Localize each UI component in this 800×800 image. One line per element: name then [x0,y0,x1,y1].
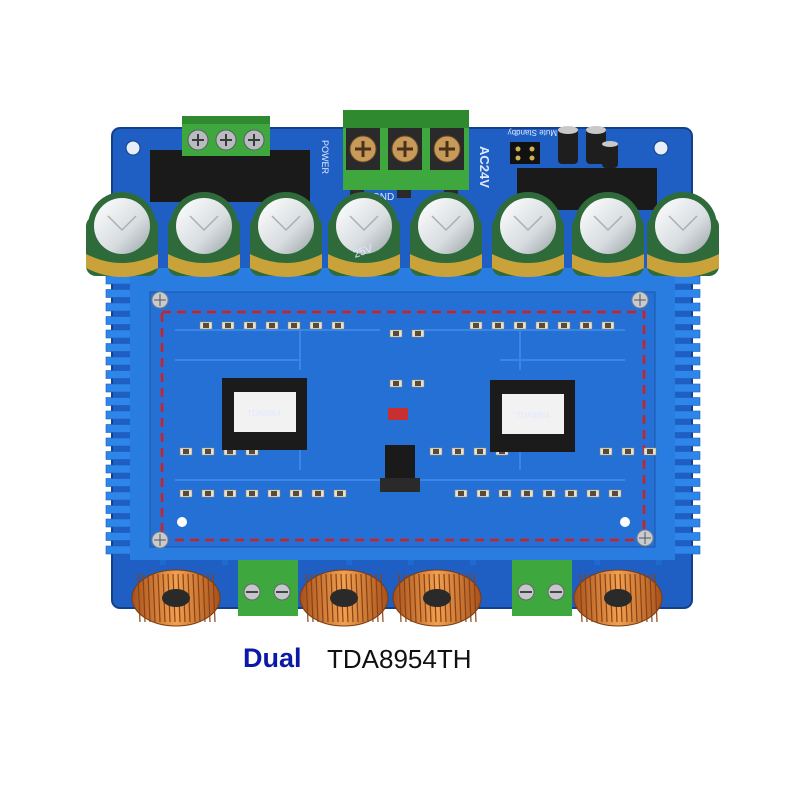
mute-standby-header [510,142,540,164]
small-capacitors [558,126,618,168]
smd-components [179,321,657,498]
caption-dual: Dual [243,643,302,673]
mounting-screws [125,140,669,549]
input-terminal-screws [187,129,265,151]
power-terminal-screws [346,128,464,170]
speaker-terminal-right [512,560,572,616]
ic-marking-right: TDA8954 [516,411,550,420]
power-label: POWER [320,140,330,175]
output-inductors [131,569,663,627]
voltage-regulator [380,408,420,492]
filter-capacitors [86,192,719,277]
amplifier-chip-left: TDA8954 [222,378,307,450]
mute-standby-label: Mute Standby [508,128,557,137]
speaker-terminal-left [238,560,298,616]
caption-chip-model: TDA8954TH [327,644,472,674]
ic-marking-left: TDA8954 [247,409,281,418]
dashed-outline [160,310,646,542]
amplifier-chip-right: TDA8954 [490,380,575,452]
board-traces [175,329,625,481]
gnd-label: GND [372,192,394,203]
ac-voltage-label: AC24V [477,146,492,188]
